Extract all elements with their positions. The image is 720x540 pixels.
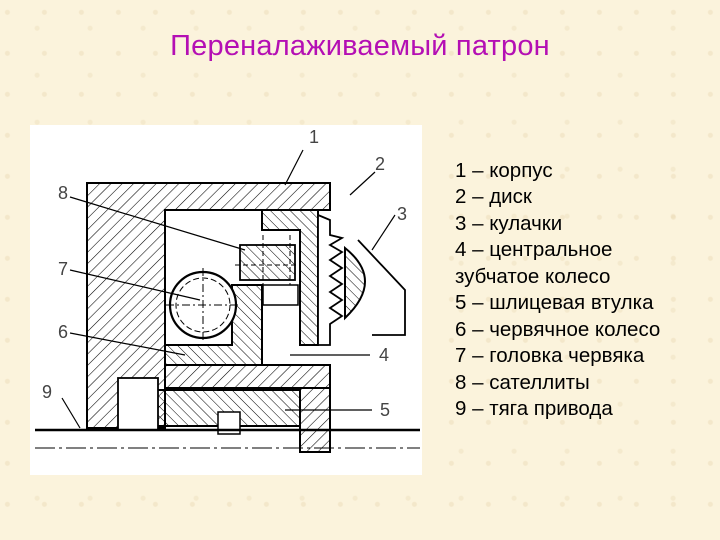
callout-9: 9 bbox=[42, 382, 53, 402]
legend-item: 6 – червячное колесо bbox=[455, 317, 661, 341]
drive-rod-shape bbox=[35, 428, 420, 449]
callout-6: 6 bbox=[58, 322, 69, 342]
satellite-gear-shape bbox=[235, 235, 300, 306]
parts-legend: 1 – корпус 2 – диск 3 – кулачки 4 – цент… bbox=[455, 158, 670, 422]
callout-7: 7 bbox=[58, 259, 69, 279]
callout-5: 5 bbox=[380, 400, 391, 420]
callout-3: 3 bbox=[397, 204, 408, 224]
callout-8: 8 bbox=[58, 183, 69, 203]
slide-title: Переналаживаемый патрон bbox=[170, 30, 550, 62]
legend-item: 5 – шлицевая втулка bbox=[455, 291, 654, 315]
spline-sleeve-shape bbox=[117, 377, 301, 435]
callout-4: 4 bbox=[379, 345, 390, 365]
worm-wheel-shape bbox=[166, 268, 240, 342]
legend-item: 2 – диск bbox=[455, 185, 532, 209]
legend-item: 7 – головка червяка bbox=[455, 344, 645, 368]
callout-1: 1 bbox=[309, 127, 320, 147]
cam-shape bbox=[261, 209, 406, 346]
legend-item: 4 – центральное зубчатое колесо bbox=[455, 238, 613, 288]
legend-item: 1 – корпус bbox=[455, 159, 553, 182]
legend-item: 8 – сателлиты bbox=[455, 370, 590, 394]
housing-shape bbox=[86, 182, 331, 453]
legend-item: 9 – тяга привода bbox=[455, 396, 613, 420]
legend-item: 3 – кулачки bbox=[455, 211, 563, 235]
callout-2: 2 bbox=[375, 154, 386, 174]
leader-lines bbox=[61, 149, 396, 429]
